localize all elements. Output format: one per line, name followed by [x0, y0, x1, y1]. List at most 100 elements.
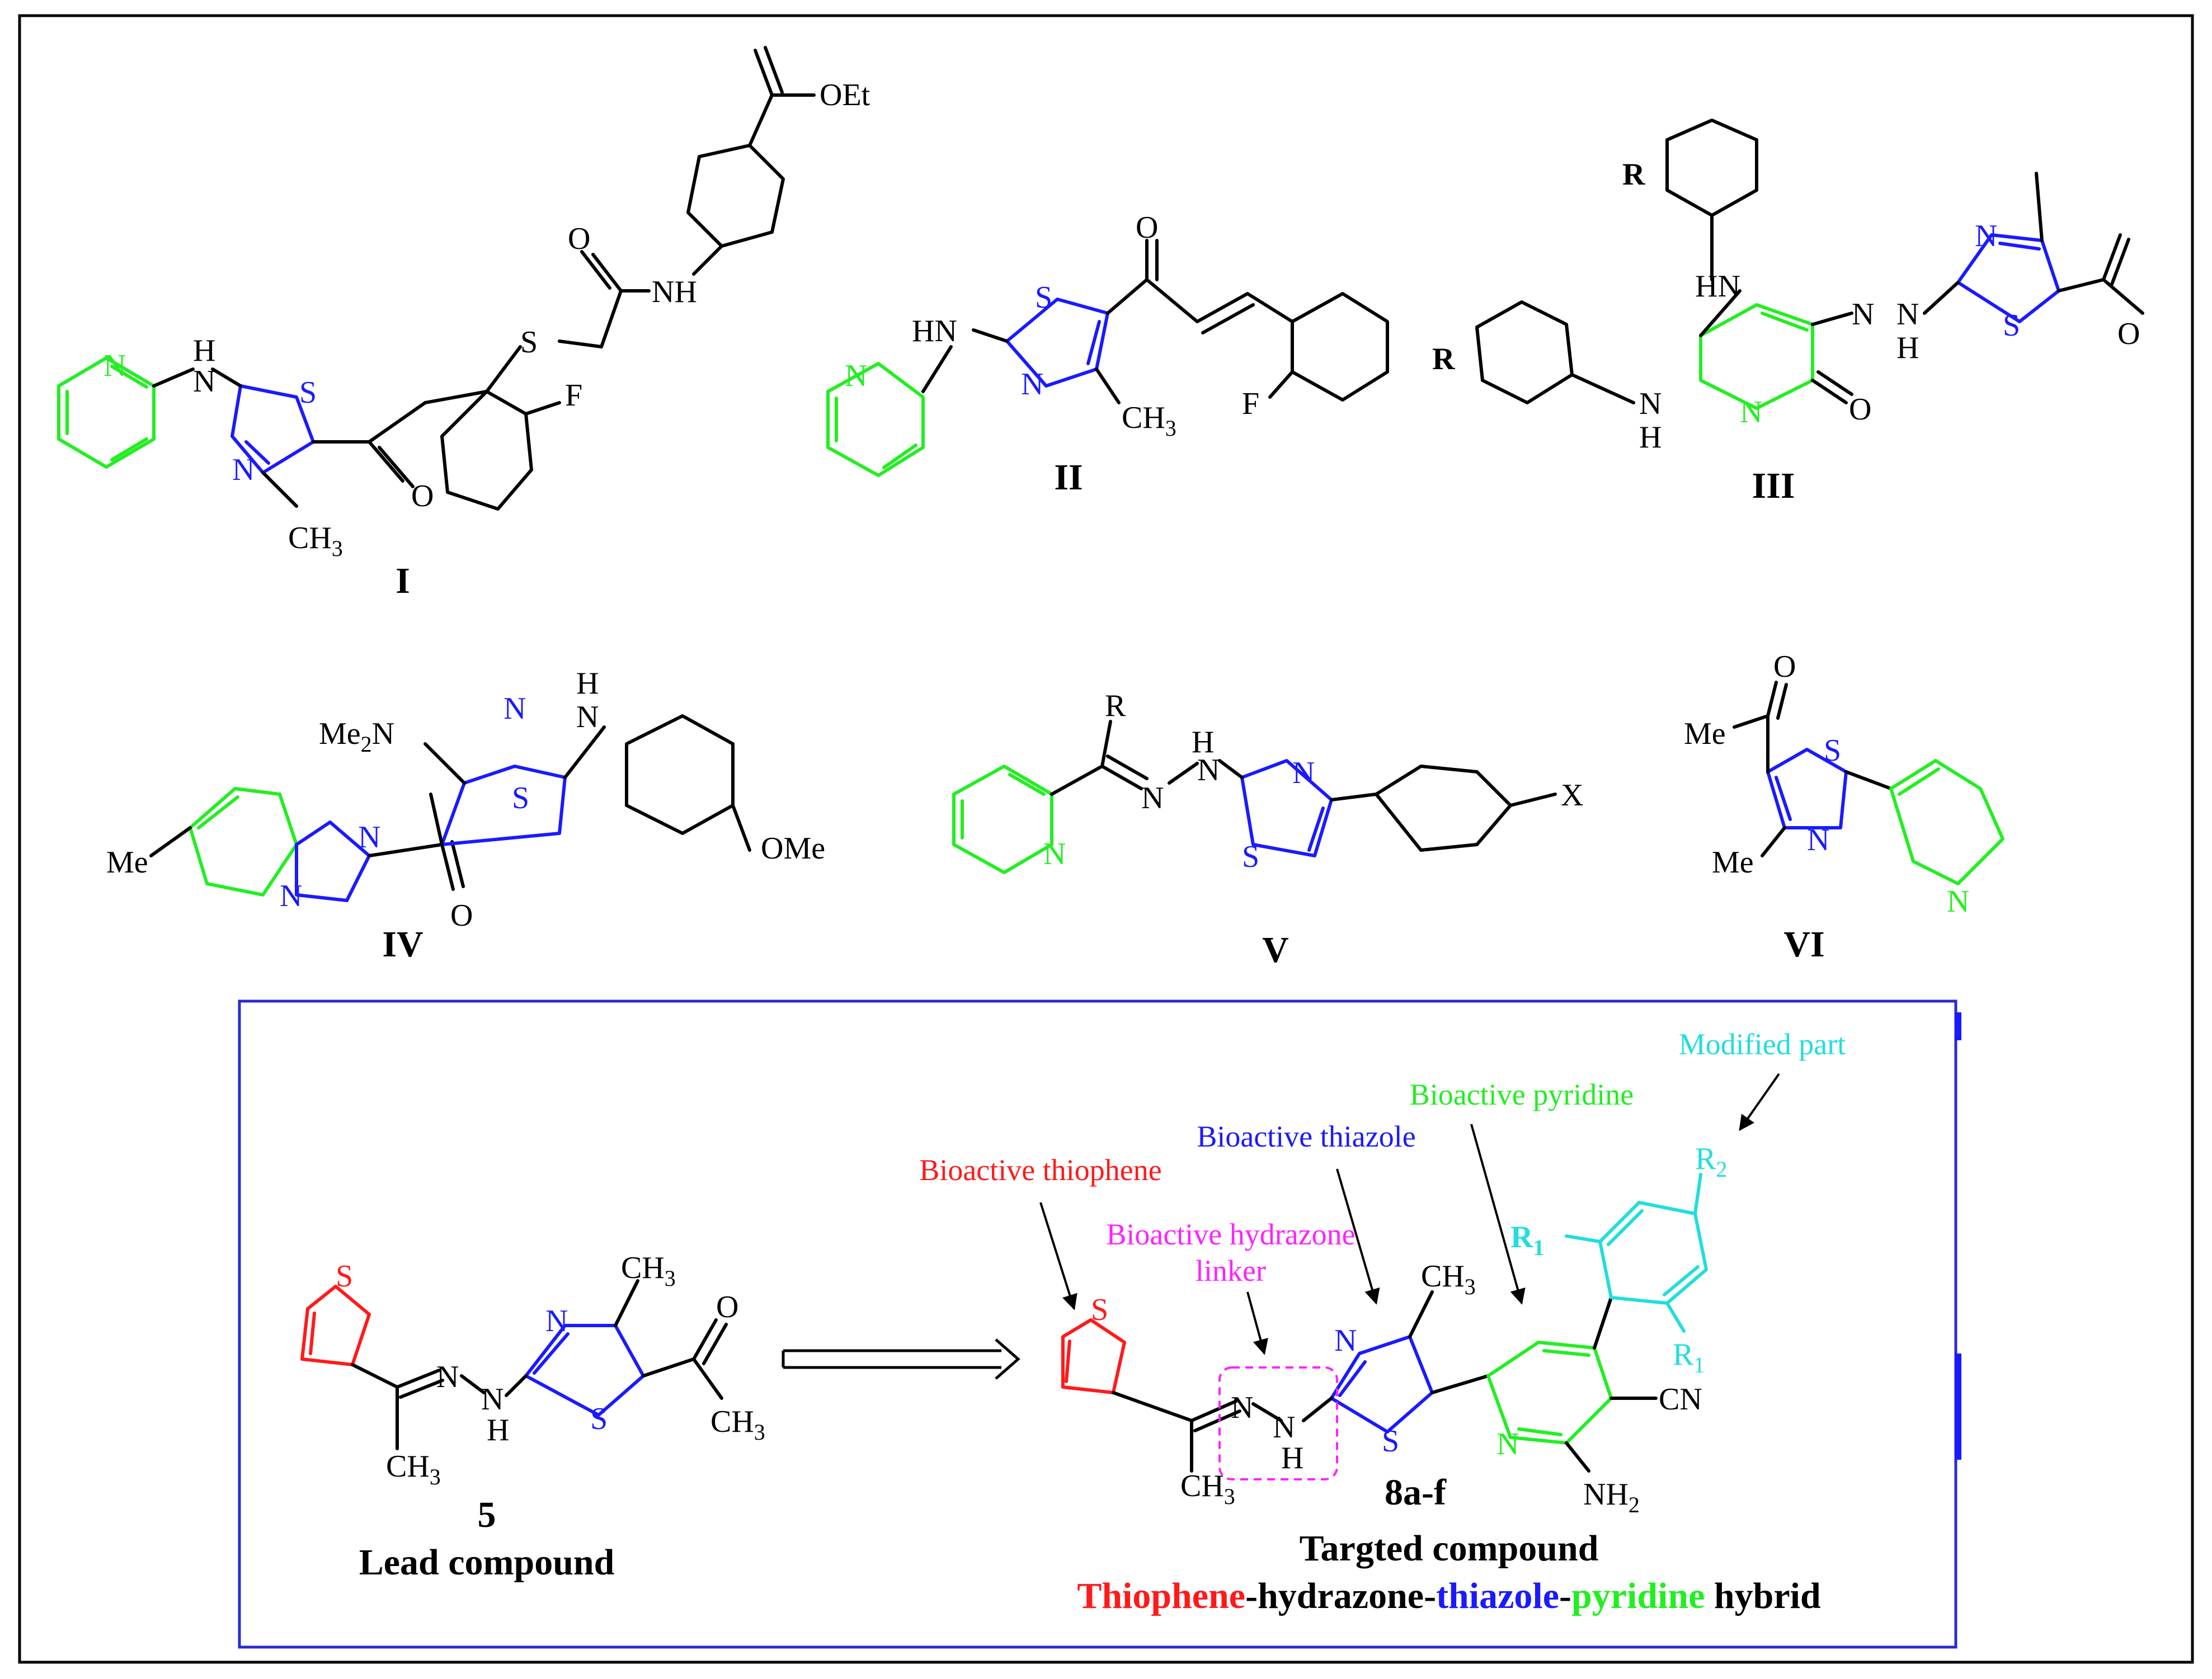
- pyridine-ring-II: [826, 362, 925, 477]
- h-label-IV: H: [576, 666, 599, 701]
- thiazole-s-8: S: [1382, 1424, 1399, 1459]
- lead-number: 5: [478, 1494, 496, 1535]
- methyl-label-5-right: CH3: [710, 1404, 765, 1445]
- annotation-thiophene: Bioactive thiophene: [919, 1153, 1161, 1187]
- hybrid-caption: Thiophene-hydrazone-thiazole-pyridine hy…: [1077, 1576, 1820, 1616]
- n2-label-8: N: [1273, 1410, 1295, 1445]
- carbonyl-o-II: O: [1136, 210, 1158, 245]
- thiazole-s-II: S: [1035, 280, 1052, 315]
- methyl-label-II: CH3: [1122, 400, 1176, 441]
- lead-compound-5: [300, 1279, 728, 1450]
- ome-label-IV: OMe: [761, 831, 825, 866]
- annotation-hydrazone-1: Bioactive hydrazone: [1106, 1218, 1355, 1251]
- n-label-III: N: [1639, 386, 1662, 421]
- n1-label-5: N: [436, 1360, 459, 1394]
- pyridinone-ring-III: [1699, 303, 1814, 410]
- hybrid-hydrazone: -hydrazone-: [1245, 1576, 1436, 1616]
- outer-frame: [18, 14, 2194, 1664]
- thiophene-s-5: S: [336, 1259, 353, 1294]
- compound-label-II: II: [1054, 457, 1083, 498]
- pyridine-n-II: N: [845, 359, 867, 393]
- compound-label-VI: VI: [1783, 924, 1824, 965]
- compound-III: [1475, 119, 2144, 410]
- pyridine-n-VI: N: [1947, 884, 1969, 919]
- thiazole-n-III: N: [1975, 219, 1997, 253]
- n1-label-8: N: [1231, 1390, 1253, 1425]
- methyl-label-I: CH3: [288, 521, 343, 561]
- hn-label-II: HN: [912, 314, 957, 348]
- nh2-label-8: NH2: [1583, 1477, 1640, 1517]
- r2-label-8: R2: [1695, 1142, 1727, 1182]
- r1-label-8-bottom: R1: [1673, 1337, 1705, 1378]
- arrow-hydrazone: [1246, 1291, 1268, 1355]
- h-label-5: H: [487, 1413, 509, 1447]
- thiazole-n-II: N: [1021, 367, 1043, 402]
- methyl-label-5-bottom: CH3: [386, 1449, 441, 1489]
- carbonyl-o-I-2: O: [411, 479, 434, 513]
- azo-n2-III: N: [1896, 297, 1919, 332]
- n-label-I: N: [193, 364, 215, 399]
- pyridine-n-8: N: [1496, 1427, 1519, 1461]
- thiazole-n-8: N: [1334, 1323, 1357, 1358]
- h-label-I: H: [193, 333, 215, 368]
- hybrid-thiazole: thiazole: [1436, 1576, 1559, 1616]
- pyridine-ring-I: [57, 356, 156, 469]
- compound-V: [952, 720, 1557, 874]
- compound-IV: [149, 714, 751, 902]
- h-label-V: H: [1192, 725, 1214, 760]
- design-arrow: [782, 1338, 1020, 1380]
- aryl-ring-8: [1598, 1201, 1708, 1305]
- hybrid-thiophene: Thiophene: [1077, 1576, 1245, 1616]
- me-label-VI-2: Me: [1712, 845, 1754, 880]
- carbonyl-o-I-1: O: [568, 221, 590, 256]
- pyridine-ring-V: [952, 765, 1053, 874]
- acetyl-o-III: O: [2117, 317, 2140, 351]
- hybrid-dash: -: [1559, 1576, 1571, 1616]
- hn-label-III: HN: [1695, 269, 1740, 304]
- fluoro-label-I: F: [565, 378, 582, 413]
- methyl-label-5-top: CH3: [621, 1251, 676, 1291]
- azo-n1-III: N: [1852, 297, 1874, 332]
- acetyl-o-5: O: [716, 1290, 738, 1324]
- thiazole-ring-III: [1956, 233, 2060, 323]
- arrow-thiophene: [1039, 1202, 1077, 1310]
- pyridine-ring-VI: [1889, 759, 2004, 885]
- arrow-thiazole: [1336, 1168, 1380, 1305]
- methyl-label-8-bottom: CH3: [1180, 1469, 1235, 1509]
- azo-h-III: H: [1896, 331, 1919, 365]
- imidazole-ring-IV: [295, 820, 371, 902]
- thiazole-ring-V: [1240, 759, 1333, 857]
- thiazole-n-V: N: [1292, 756, 1315, 790]
- thioether-s-I: S: [520, 325, 538, 360]
- oet-label: OEt: [820, 78, 870, 112]
- thiazole-ring-I: [230, 384, 315, 474]
- pyridine-n-V: N: [1043, 837, 1066, 871]
- thiazole-n-VI: N: [1807, 823, 1829, 857]
- annotation-hydrazone-2: linker: [1196, 1254, 1266, 1287]
- hydrazone-highlight-box: [1218, 1366, 1338, 1480]
- thiophene-ring-8: [1061, 1318, 1126, 1394]
- thiophene-s-8: S: [1091, 1293, 1108, 1327]
- target-number: 8a-f: [1385, 1472, 1447, 1513]
- compound-VI: [1733, 681, 2004, 885]
- imidazole-n-IV: N: [358, 820, 380, 855]
- carbonyl-o-III: O: [1849, 392, 1871, 427]
- carbonyl-o-IV: O: [450, 898, 473, 933]
- fluoro-label-II: F: [1242, 386, 1259, 421]
- thiazole-s-V: S: [1242, 840, 1259, 874]
- target-compound: [1061, 1173, 1708, 1473]
- thiazole-ring-II: [1005, 298, 1109, 388]
- n2-label-V: N: [1197, 753, 1220, 787]
- thiazole-n-I: N: [232, 452, 255, 487]
- r1-label-8-left: R1: [1510, 1220, 1544, 1260]
- design-box: [238, 999, 1957, 1649]
- compound-label-IV: IV: [382, 924, 423, 965]
- acetyl-o-VI: O: [1773, 649, 1796, 684]
- arrow-modified: [1739, 1073, 1780, 1131]
- n-label-IV: N: [576, 700, 599, 734]
- thiazole-s-IV: S: [512, 781, 529, 815]
- pyridine-n-I: N: [103, 348, 126, 383]
- pyridinone-n-III: N: [1740, 395, 1762, 430]
- compound-label-V: V: [1262, 930, 1289, 970]
